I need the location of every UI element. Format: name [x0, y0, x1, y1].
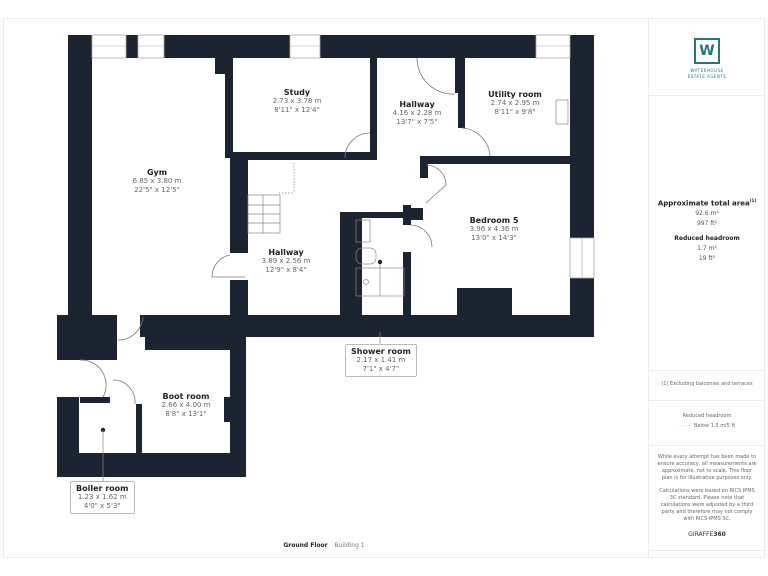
building-name: Building 1 — [334, 542, 365, 549]
excluding-section: (1) Excluding balconies and terraces — [649, 371, 765, 401]
room-metric: 3.96 x 4.36 m — [469, 225, 519, 233]
room-bedroom-5: Bedroom 5 3.96 x 4.36 m 13'0" x 14'3" — [470, 216, 519, 243]
floor-plan — [57, 34, 595, 481]
reduced-headroom-title: Reduced headroom — [674, 235, 740, 243]
logo-section: W WATERHOUSE ESTATE AGENTS — [649, 18, 765, 96]
room-shower-callout: Shower room 2.17 x 1.41 m 7'1" x 4'7" — [345, 344, 417, 377]
window — [535, 34, 571, 59]
brand-logo-icon: W — [694, 38, 720, 64]
room-name: Bedroom 5 — [469, 216, 519, 225]
window — [137, 34, 165, 59]
brand-name-line2: ESTATE AGENTS — [687, 74, 727, 79]
door-swing — [344, 132, 371, 159]
room-boiler-callout: Boiler room 1.23 x 1.62 m 4'0" x 5'3" — [70, 481, 135, 514]
door-swing — [410, 224, 433, 248]
area-title-text: Approximate total area — [657, 199, 750, 208]
legend-section: Reduced headroom - - - - Below 1.5 m/5 f… — [649, 401, 765, 446]
door-swing — [211, 254, 245, 278]
reduced-imperial: 19 ft² — [698, 255, 716, 263]
room-metric: 2.66 x 4.00 m — [161, 401, 211, 409]
room-metric: 6.85 x 3.80 m — [132, 177, 182, 185]
brand-name-line1: WATERHOUSE — [690, 68, 724, 73]
wall-gym-south — [57, 315, 117, 360]
room-imperial: 8'11" x 9'8" — [494, 108, 536, 116]
wall-boot-east — [230, 337, 246, 477]
room-hallway-south: Hallway 3.89 x 2.56 m 12'9" x 8'4" — [262, 248, 311, 275]
disclaimer-section: While every attempt has been made to ens… — [649, 446, 765, 551]
room-gym: Gym 6.85 x 3.80 m 22'5" x 12'5" — [133, 168, 182, 195]
footnote-marker: (1) — [749, 198, 757, 203]
disclaimer-text: While every attempt has been made to ens… — [657, 454, 757, 481]
room-name: Hallway — [268, 248, 304, 257]
reduced-metric: 1.7 m² — [697, 245, 717, 253]
door-swing — [117, 316, 144, 341]
wall-east — [570, 35, 594, 337]
legend-title: Reduced headroom — [682, 413, 732, 419]
room-metric: 1.23 x 1.62 m — [77, 493, 127, 501]
floor-name: Ground Floor — [283, 542, 328, 549]
wall-south-boot — [57, 453, 246, 477]
wall-study-south — [230, 152, 370, 160]
room-imperial: 13'7" x 7'5" — [396, 118, 438, 126]
room-metric: 4.16 x 2.28 m — [392, 109, 442, 117]
door-swing — [416, 57, 456, 95]
wall-hallway-west — [230, 158, 248, 253]
legend-item: - - - - Below 1.5 m/5 ft — [649, 423, 765, 430]
room-study: Study 2.73 x 3.78 m 8'11" x 12'4" — [273, 88, 322, 115]
area-title: Approximate total area(1) — [649, 198, 765, 207]
area-section: Approximate total area(1) 92.6 m² 997 ft… — [649, 96, 765, 371]
door-swing — [79, 359, 107, 398]
room-name: Utility room — [488, 90, 542, 99]
wall-west-gym — [68, 35, 92, 335]
room-imperial: 12'9" x 8'4" — [265, 266, 307, 274]
room-name: Hallway — [399, 100, 435, 109]
floor-caption: Ground Floor Building 1 — [0, 542, 648, 549]
room-imperial: 22'5" x 12'5" — [134, 186, 180, 194]
legend-item-text: Below 1.5 m/5 ft — [694, 423, 736, 429]
door-swing — [461, 127, 491, 157]
area-metric: 92.6 m² — [695, 210, 719, 218]
room-boot: Boot room 2.66 x 4.00 m 8'8" x 13'1" — [162, 392, 211, 419]
room-metric: 2.17 x 1.41 m — [356, 356, 406, 364]
room-name: Shower room — [351, 347, 411, 356]
info-sidebar: W WATERHOUSE ESTATE AGENTS Approximate t… — [648, 18, 765, 558]
room-hallway-north: Hallway 4.16 x 2.28 m 13'7" x 7'5" — [393, 100, 442, 127]
calculation-text: Calculations were based on RICS IPMS 3C … — [659, 488, 755, 522]
provider-name: GIRAFFE — [688, 531, 714, 538]
room-imperial: 8'11" x 12'4" — [274, 106, 320, 114]
provider-logo: GIRAFFE360 — [649, 531, 765, 538]
provider-suffix: 360 — [713, 531, 726, 538]
room-metric: 2.74 x 2.95 m — [490, 99, 540, 107]
room-metric: 2.73 x 3.78 m — [272, 97, 322, 105]
window — [289, 34, 321, 59]
door-swing — [112, 379, 136, 405]
room-name: Gym — [146, 168, 168, 177]
room-name: Boiler room — [76, 484, 129, 493]
room-imperial: 8'8" x 13'1" — [165, 410, 207, 418]
excluding-note: (1) Excluding balconies and terraces — [661, 381, 753, 387]
room-imperial: 7'1" x 4'7" — [362, 365, 400, 373]
door-swing — [425, 164, 447, 204]
area-imperial: 997 ft² — [696, 220, 718, 228]
window — [91, 34, 127, 59]
room-imperial: 13'0" x 14'3" — [471, 234, 517, 242]
room-name: Study — [283, 88, 311, 97]
room-utility: Utility room 2.74 x 2.95 m 8'11" x 9'8" — [488, 90, 542, 117]
room-metric: 3.89 x 2.56 m — [261, 257, 311, 265]
dashed-line-icon: - - - - — [678, 423, 691, 429]
wall-south-main — [140, 315, 594, 337]
room-name: Boot room — [162, 392, 210, 401]
room-imperial: 4'0" x 5'3" — [83, 502, 121, 510]
plan-frame — [3, 18, 765, 558]
wall-bedroom-north — [420, 156, 572, 164]
